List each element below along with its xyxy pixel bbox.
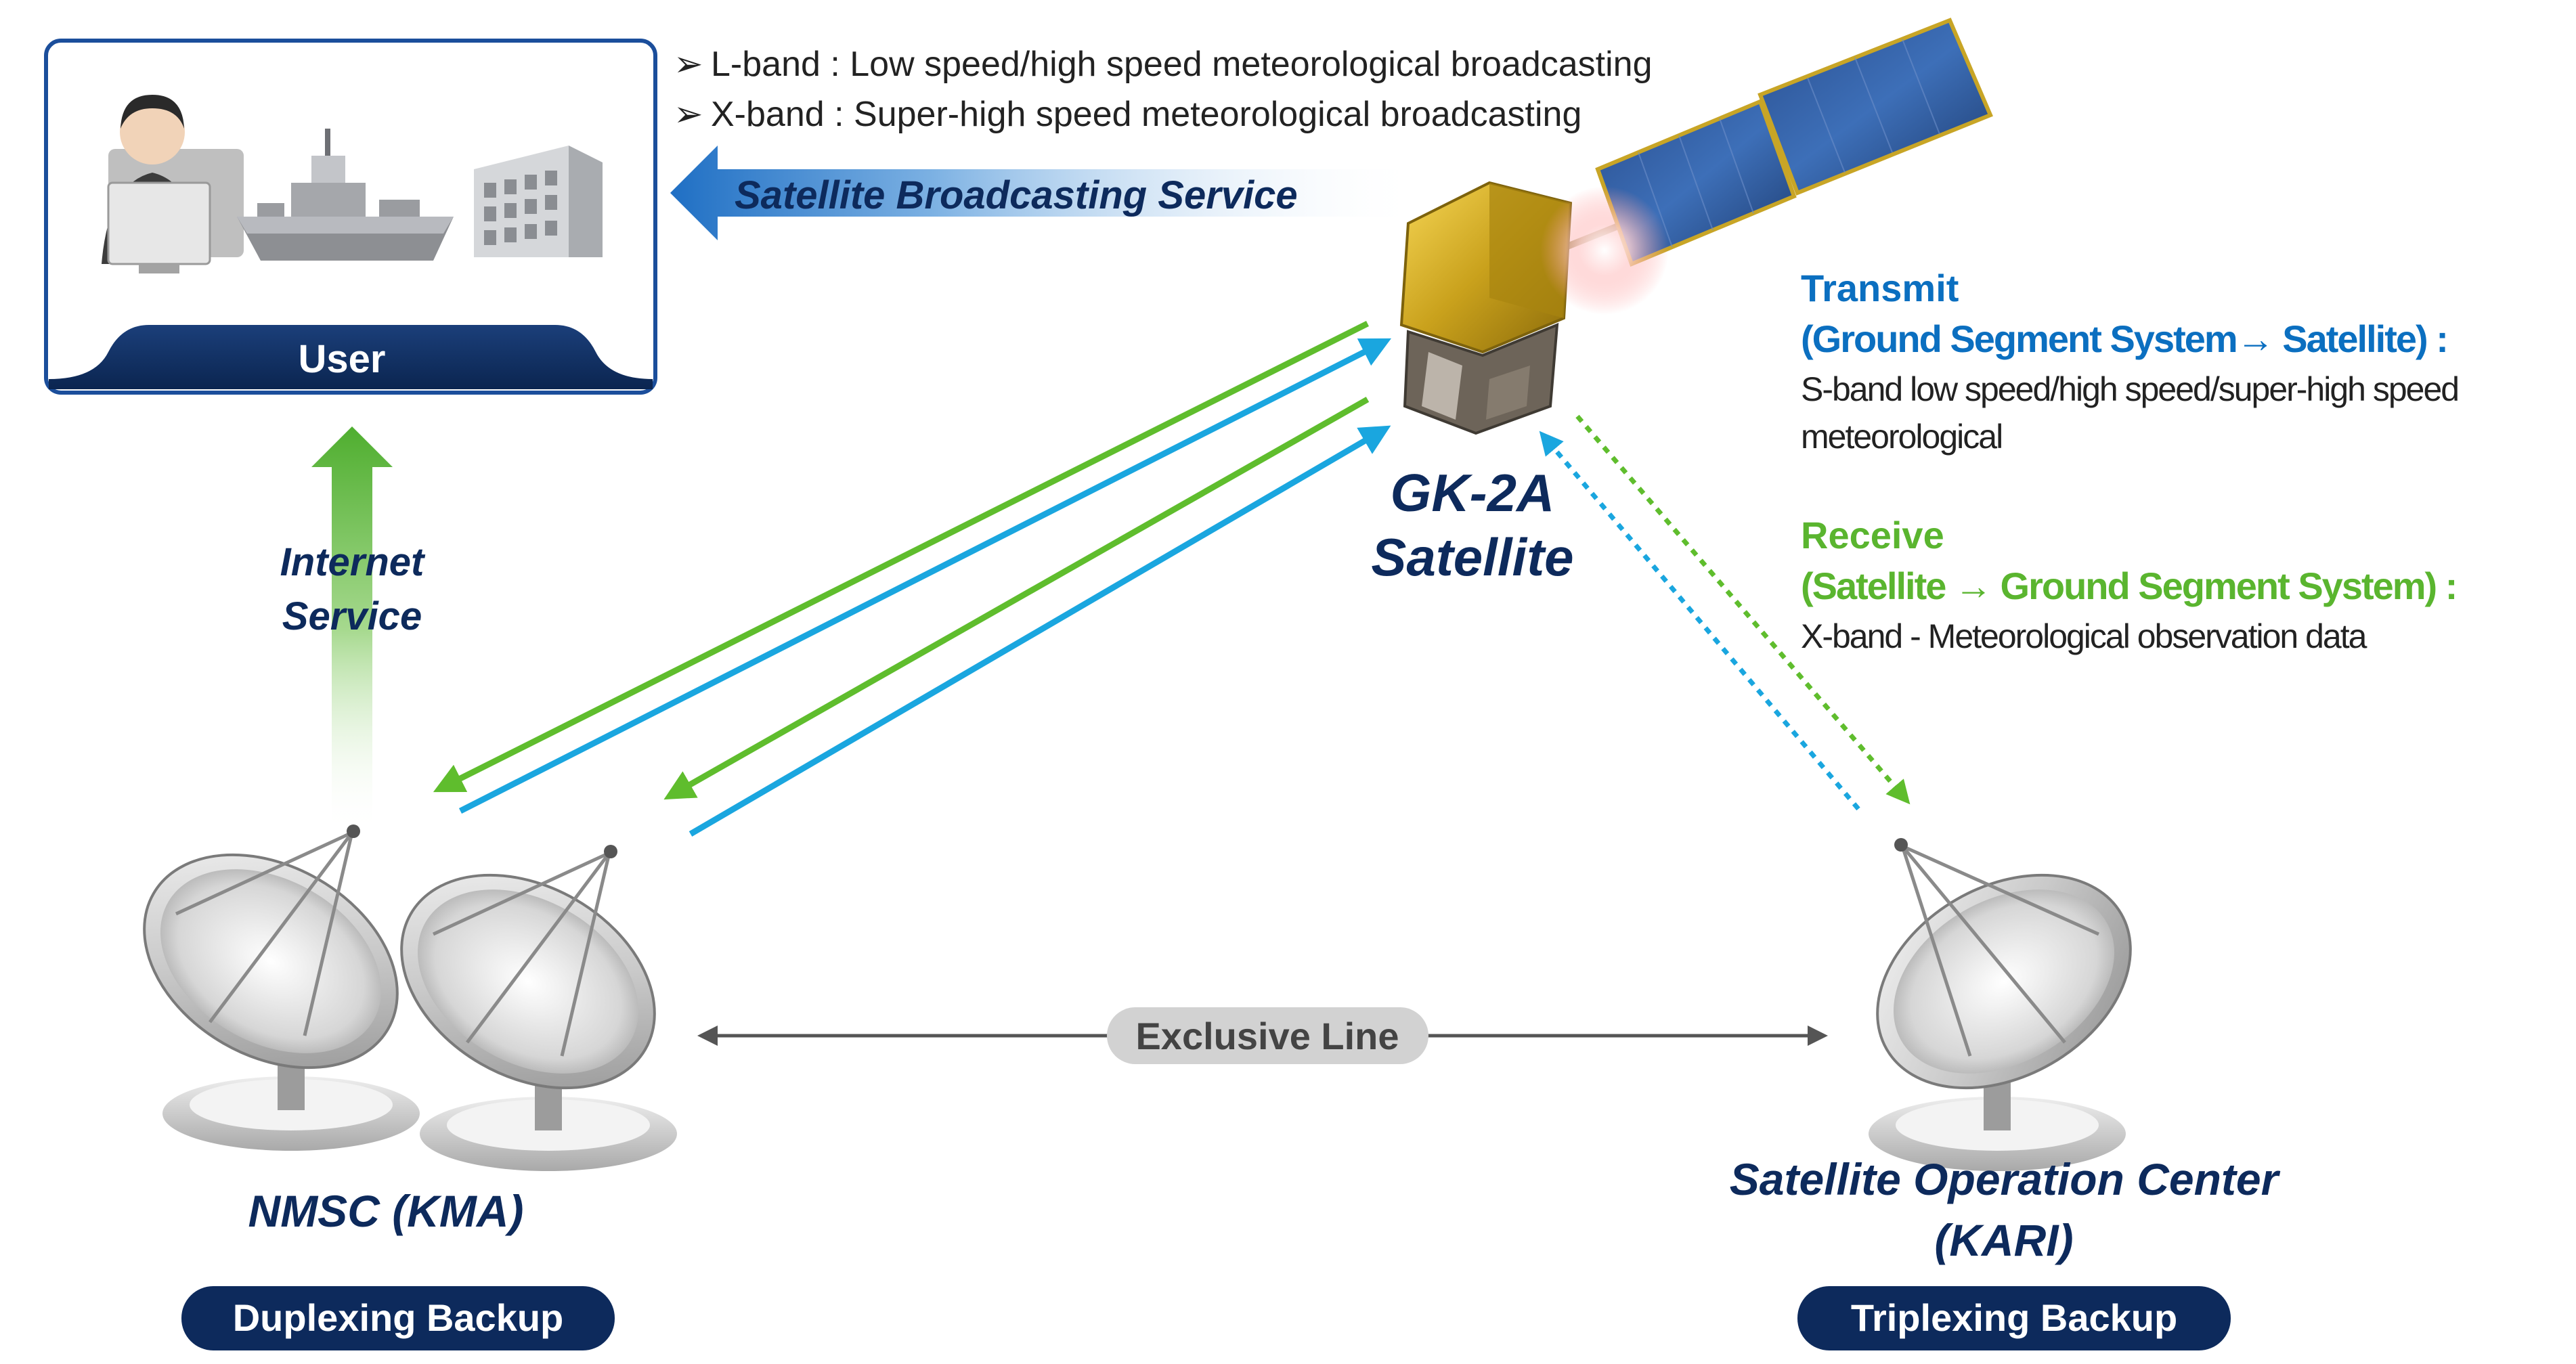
exclusive-line: Exclusive Line xyxy=(697,1007,1828,1064)
nmsc-dish-2-icon xyxy=(400,845,677,1171)
internet-arrow-icon xyxy=(311,426,393,833)
internet-service-line1: Internet xyxy=(280,540,426,584)
triplexing-backup-badge xyxy=(1797,1286,2231,1350)
broadcast-arrow-icon xyxy=(670,146,1422,240)
gk2a-satellite-icon xyxy=(1399,18,1993,435)
receive-link-green-dotted xyxy=(1575,414,1911,805)
nmsc-name: NMSC (KMA) xyxy=(248,1186,524,1236)
transmit-link-blue xyxy=(458,338,1392,814)
band-bullet-icon: ➢ xyxy=(674,95,703,134)
user-label-bar xyxy=(49,325,653,389)
soc-name-line2: (KARI) xyxy=(1934,1215,2073,1265)
navy-ship-icon xyxy=(237,129,454,261)
transmit-desc-line2: meteorological xyxy=(1801,418,2002,456)
exclusive-line-pill xyxy=(1107,1007,1428,1064)
duplexing-backup-label: Duplexing Backup xyxy=(233,1296,564,1339)
receive-desc: X-band - Meteorological observation data xyxy=(1801,617,2367,655)
internet-service-line2: Service xyxy=(282,594,422,638)
nmsc-links xyxy=(433,320,1392,837)
transmit-desc-line1: S-band low speed/high speed/super-high s… xyxy=(1801,370,2458,408)
person-at-computer-icon xyxy=(102,95,244,273)
exclusive-line-label: Exclusive Line xyxy=(1135,1015,1399,1057)
office-building-icon xyxy=(474,146,603,257)
broadcast-service-label: Satellite Broadcasting Service xyxy=(735,173,1298,217)
internet-arrow: Internet Service xyxy=(280,426,426,833)
legend: Transmit (Ground Segment System→ Satelli… xyxy=(1801,267,2460,655)
receive-link-green xyxy=(663,397,1370,800)
transmit-link-blue xyxy=(689,425,1391,837)
band-x: X-band : Super-high speed meteorological… xyxy=(711,95,1581,134)
broadcast-arrow: Satellite Broadcasting Service xyxy=(670,146,1422,240)
nmsc-dish-1-icon xyxy=(143,824,420,1151)
kari-dish-icon xyxy=(1869,838,2132,1171)
receive-link-green xyxy=(433,320,1370,793)
band-bullet-icon: ➢ xyxy=(674,45,703,84)
kari-links xyxy=(1539,414,1911,811)
triplexing-backup-label: Triplexing Backup xyxy=(1851,1296,2177,1339)
transmit-title: Transmit xyxy=(1801,267,1959,309)
transmit-subtitle: (Ground Segment System→ Satellite) : xyxy=(1801,317,2447,360)
soc-name-line1: Satellite Operation Center xyxy=(1730,1154,2281,1204)
receive-title: Receive xyxy=(1801,514,1944,556)
band-l: L-band : Low speed/high speed meteorolog… xyxy=(711,45,1653,84)
user-box: User xyxy=(44,39,657,395)
duplexing-backup-badge xyxy=(181,1286,615,1350)
band-list: ➢ L-band : Low speed/high speed meteorol… xyxy=(674,45,1653,134)
user-label: User xyxy=(299,337,386,381)
satellite-name-line2: Satellite xyxy=(1371,527,1573,587)
satellite-name-line1: GK-2A xyxy=(1391,463,1555,523)
receive-subtitle: (Satellite → Ground Segment System) : xyxy=(1801,565,2456,607)
